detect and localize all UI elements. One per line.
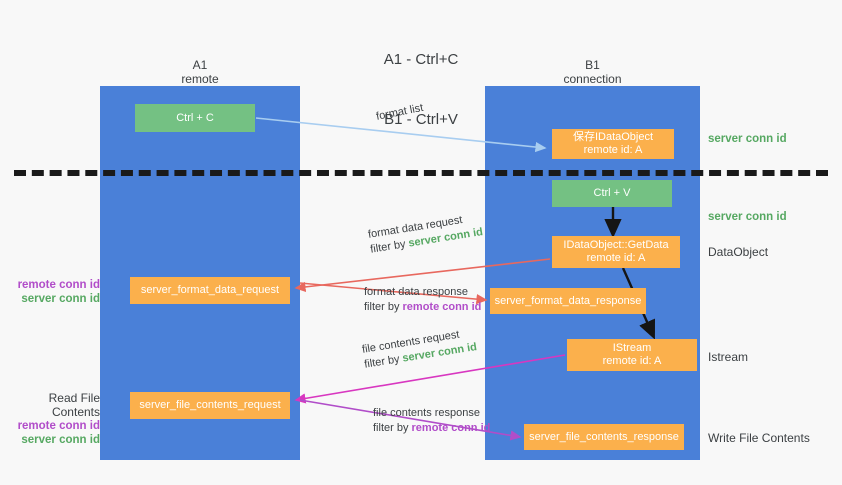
filter-prefix: filter by	[369, 237, 410, 256]
node-save-idataobject-line2: remote id: A	[583, 144, 643, 156]
annotation-read-file-contents-group: Read File Contents remote conn id server…	[4, 391, 100, 447]
filter-value-remote-conn-id: remote conn id	[411, 422, 491, 434]
node-server-file-contents-request-label: server_file_contents_request	[139, 399, 281, 411]
filter-value-remote-conn-id: remote conn id	[402, 301, 482, 313]
column-b1-name: B1	[585, 58, 600, 72]
edge-label-file-contents-response: file contents response filter by remote …	[373, 406, 490, 436]
node-idataobject-getdata-line2: remote id: A	[586, 252, 646, 264]
annotation-dataobject: DataObject	[708, 245, 769, 259]
filter-prefix: filter by	[373, 422, 412, 434]
node-save-idataobject[interactable]: 保存IDataObject remote id: A	[552, 129, 674, 159]
annotation-conn-ids-upper: remote conn id server conn id	[8, 278, 100, 306]
edge-label-file-contents-response-text: file contents response	[373, 407, 481, 419]
column-b1-subtitle: connection	[563, 72, 622, 86]
annotation-server-conn-id-mid: server conn id	[708, 211, 787, 223]
node-server-format-data-response-label: server_format_data_response	[494, 294, 642, 307]
filter-prefix: filter by	[364, 301, 403, 313]
node-ctrl-v-label: Ctrl + V	[593, 187, 631, 199]
node-server-file-contents-response-label: server_file_contents_response	[529, 430, 679, 443]
node-server-file-contents-response[interactable]: server_file_contents_response	[524, 424, 684, 450]
node-idataobject-getdata[interactable]: IDataObject::GetData remote id: A	[552, 236, 680, 268]
node-istream[interactable]: IStream remote id: A	[567, 339, 697, 371]
node-server-file-contents-request[interactable]: server_file_contents_request	[130, 392, 290, 419]
edge-label-format-data-request: format data request filter by server con…	[367, 210, 484, 257]
column-header-a1: A1 remote	[100, 58, 300, 86]
edge-label-file-contents-response-filter: filter by remote conn id	[373, 421, 490, 436]
node-istream-line1: IStream	[612, 342, 652, 354]
node-server-format-data-request-label: server_format_data_request	[140, 284, 280, 296]
node-server-format-data-request[interactable]: server_format_data_request	[130, 277, 290, 304]
edge-label-format-data-response-text: format data response	[364, 286, 468, 298]
annotation-remote-conn-id-2: remote conn id	[17, 420, 100, 432]
filter-prefix: filter by	[363, 352, 404, 371]
annotation-read-file-contents: Read File Contents	[48, 391, 100, 419]
node-save-idataobject-line1: 保存IDataObject	[572, 131, 654, 143]
annotation-server-conn-id-1: server conn id	[21, 293, 100, 305]
node-ctrl-c-label: Ctrl + C	[176, 111, 214, 124]
title-line-1: A1 - Ctrl+C	[383, 51, 459, 68]
column-a1-name: A1	[192, 58, 208, 72]
annotation-write-file-contents: Write File Contents	[708, 431, 810, 445]
edge-label-format-data-response: format data response filter by remote co…	[364, 285, 481, 315]
annotation-server-conn-id-top: server conn id	[708, 133, 787, 145]
boundary-divider	[14, 170, 828, 176]
annotation-istream: Istream	[708, 350, 749, 364]
edge-label-file-contents-request: file contents request filter by server c…	[361, 325, 478, 372]
column-header-b1: B1 connection	[485, 58, 700, 86]
node-idataobject-getdata-line1: IDataObject::GetData	[563, 239, 669, 251]
node-ctrl-c[interactable]: Ctrl + C	[135, 104, 255, 132]
node-ctrl-v[interactable]: Ctrl + V	[552, 180, 672, 207]
annotation-remote-conn-id-1: remote conn id	[17, 279, 100, 291]
node-istream-line2: remote id: A	[602, 355, 662, 367]
annotation-server-conn-id-2: server conn id	[21, 434, 100, 446]
node-server-format-data-response[interactable]: server_format_data_response	[490, 288, 646, 314]
column-a1-subtitle: remote	[181, 72, 219, 86]
edge-label-format-data-response-filter: filter by remote conn id	[364, 300, 481, 315]
